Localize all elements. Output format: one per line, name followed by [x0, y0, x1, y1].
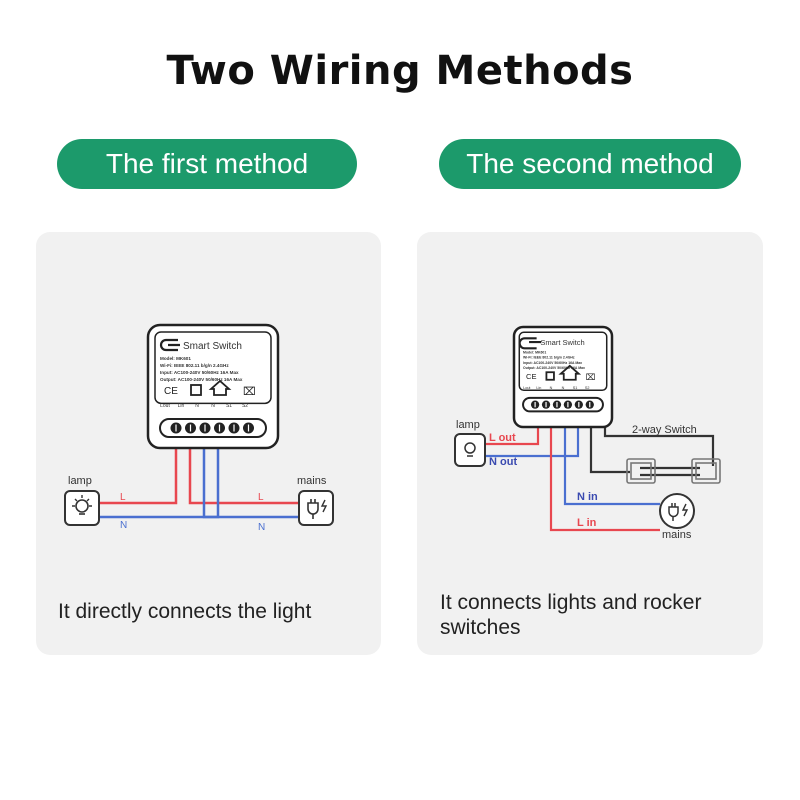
home-icon: [558, 364, 582, 381]
terminal-label: Lin: [536, 386, 541, 390]
switch-wire: [603, 427, 715, 466]
wire-label-l: L: [120, 492, 126, 503]
terminal-label: S1: [573, 386, 578, 390]
weee-bin-icon: ⌧: [586, 372, 596, 382]
wire-label-n: N: [258, 522, 265, 533]
double-insulation-icon: [545, 371, 555, 381]
terminal-label: N: [211, 403, 215, 409]
terminal-label: Lin: [178, 403, 185, 409]
device-spec: Output: AC100-240V 50/60Hz 16A Max: [523, 366, 585, 370]
mains-label: mains: [662, 529, 692, 541]
device-spec: Wi-Fi: IEEE 802.11 b/g/n 2.4GHz: [160, 363, 229, 368]
device-spec: Output: AC100-240V 50/60Hz 16A Max: [160, 377, 243, 382]
weee-bin-icon: ⌧: [243, 386, 256, 398]
neutral-out-wire: [486, 427, 580, 458]
mains-plug-icon: [659, 493, 695, 529]
method1-wires: [100, 432, 298, 519]
mains-plug-icon: [298, 490, 334, 526]
ce-mark-icon: CE: [526, 372, 536, 381]
two-way-switch-label: 2-way Switch: [632, 424, 697, 436]
terminal-label: N: [195, 403, 199, 409]
terminal-label: Lout: [523, 386, 531, 390]
first-method-caption: It directly connects the light: [58, 600, 312, 623]
lamp-icon: [64, 490, 100, 526]
terminal-label: Lout: [160, 403, 170, 409]
two-way-switch-icon: [626, 458, 721, 484]
terminal-label: N: [550, 386, 553, 390]
neutral-wire: [202, 432, 298, 519]
device-label-panel: [154, 331, 272, 405]
switch-wire: [589, 427, 630, 474]
second-method-caption: It connects lights and rocker switches: [440, 591, 702, 639]
lamp-label: lamp: [68, 475, 92, 487]
first-method-badge: The first method: [57, 139, 357, 189]
terminal-block: [522, 396, 604, 413]
wire-label-n: N: [120, 520, 127, 531]
device-label-panel: [518, 331, 608, 392]
device-spec: Model: MK601: [523, 350, 546, 354]
ce-mark-icon: CE: [164, 386, 178, 397]
wire-label-n-out: N out: [489, 456, 517, 468]
wire-label-l: L: [258, 492, 264, 503]
brand-logo-icon: [518, 337, 542, 350]
device-spec: Model: MK601: [160, 356, 191, 361]
lamp-label: lamp: [456, 419, 480, 431]
mains-label: mains: [297, 475, 327, 487]
live-out-wire: [486, 427, 540, 446]
page-title: Two Wiring Methods: [166, 48, 634, 94]
wire-label-l-out: L out: [489, 432, 516, 444]
device-spec: Input: AC100-240V 50/60Hz 16A Max: [523, 361, 582, 365]
terminal-label: N: [562, 386, 565, 390]
second-method-badge: The second method: [439, 139, 741, 189]
brand-logo-icon: [159, 338, 180, 352]
device-name: Smart Switch: [183, 341, 242, 352]
live-wire: [100, 432, 178, 505]
wire-label-n-in: N in: [577, 491, 598, 503]
live-wire: [188, 432, 298, 505]
device-spec: Input: AC100-240V 50/60Hz 16A Max: [160, 370, 239, 375]
device-spec: Wi-Fi: IEEE 802.11 b/g/n 2.4GHz: [523, 356, 575, 360]
terminal-label: S2: [242, 403, 248, 409]
home-icon: [208, 379, 232, 396]
method2-wires: [486, 427, 715, 532]
neutral-in-wire: [563, 427, 660, 506]
terminal-label: S2: [585, 386, 590, 390]
terminal-label: S1: [226, 403, 232, 409]
wire-label-l-in: L in: [577, 517, 597, 529]
device-name: Smart Switch: [540, 338, 584, 347]
lamp-icon: [454, 433, 486, 467]
terminal-block: [159, 418, 267, 438]
double-insulation-icon: [190, 384, 202, 396]
live-in-wire: [549, 427, 660, 532]
